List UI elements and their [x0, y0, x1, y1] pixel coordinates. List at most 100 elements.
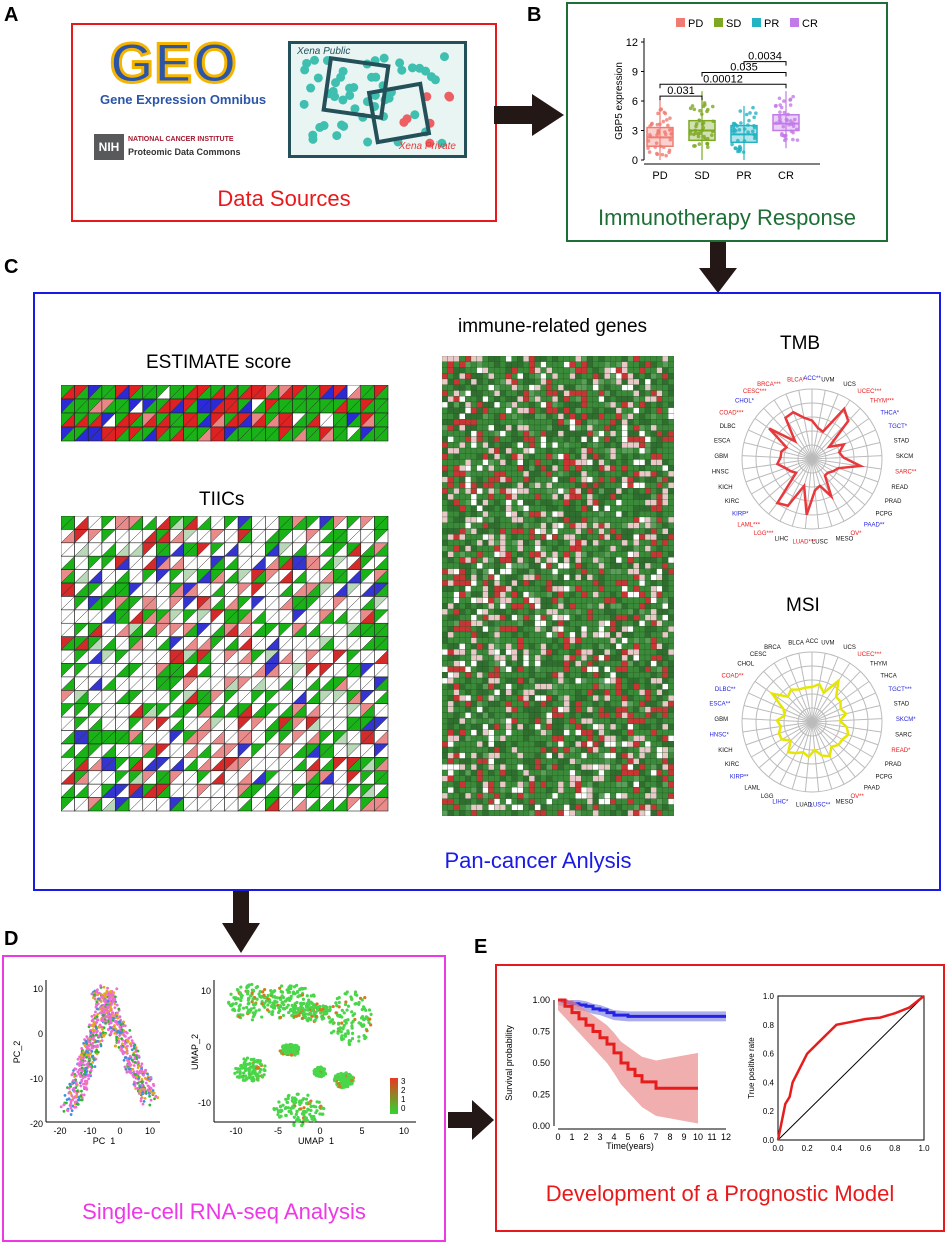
irg-cell	[552, 580, 559, 587]
irg-cell	[470, 672, 477, 679]
irg-cell	[656, 574, 663, 581]
irg-cell	[465, 626, 472, 633]
irg-cell	[610, 597, 617, 604]
irg-cell	[488, 384, 495, 391]
tiics-cell-diagonal	[319, 649, 334, 664]
irg-cell	[499, 396, 506, 403]
irg-cell	[470, 551, 477, 558]
tiics-cell-diagonal	[210, 770, 225, 785]
irg-cell	[494, 413, 501, 420]
irg-cell	[650, 608, 657, 615]
irg-cell	[528, 516, 535, 523]
irg-cell	[528, 407, 535, 414]
irg-cell	[586, 637, 593, 644]
tiics-cell-diagonal	[169, 663, 184, 678]
tiics-cell-upper	[74, 529, 89, 543]
jitter-point	[752, 136, 757, 141]
irg-cell	[575, 436, 582, 443]
irg-cell	[639, 465, 646, 472]
irg-cell	[505, 545, 512, 552]
irg-cell	[610, 465, 617, 472]
irg-cell	[442, 631, 448, 638]
irg-cell	[505, 401, 512, 408]
irg-cell	[534, 442, 541, 449]
irg-cell	[528, 649, 535, 656]
irg-cell	[470, 442, 477, 449]
tiics-cell-upper	[210, 516, 225, 530]
irg-cell	[650, 574, 657, 581]
tiics-cell-diagonal	[278, 609, 293, 624]
tiics-cell-diagonal	[319, 663, 334, 678]
irg-cell	[528, 522, 535, 529]
irg-cell	[482, 470, 489, 477]
irg-cell	[442, 574, 448, 581]
irg-cell	[534, 453, 541, 460]
tiics-cell-upper	[265, 650, 279, 664]
tiics-cell-diagonal	[197, 784, 212, 798]
tiics-cell-diagonal	[346, 649, 361, 664]
tiics-cell-diagonal	[61, 609, 75, 624]
irg-cell	[610, 580, 617, 587]
irg-cell	[662, 614, 669, 621]
irg-cell	[505, 356, 512, 362]
irg-cell	[476, 528, 483, 535]
tiics-cell-diagonal	[251, 529, 266, 543]
irg-cell	[633, 413, 640, 420]
estimate-cell-diagonal	[292, 398, 307, 414]
irg-cell	[482, 356, 489, 362]
tiics-cell-diagonal	[74, 676, 89, 691]
irg-cell	[656, 493, 663, 500]
irg-cell	[528, 620, 535, 627]
irg-cell	[511, 407, 518, 414]
tiics-cell-diagonal	[292, 690, 307, 704]
tiics-cell-diagonal	[61, 784, 75, 798]
irg-cell	[488, 562, 495, 569]
tiics-cell-diagonal	[156, 784, 171, 798]
tiics-cell-diagonal	[360, 743, 375, 758]
irg-cell	[615, 597, 622, 604]
irg-cell	[586, 465, 593, 472]
irg-cell	[581, 608, 588, 615]
irg-cell	[517, 384, 524, 391]
estimate-cell-diagonal	[183, 398, 198, 414]
tiics-cell-diagonal	[265, 770, 280, 785]
irg-cell	[662, 373, 669, 380]
tiics-cell-diagonal	[237, 676, 252, 691]
irg-cell	[517, 493, 524, 500]
irg-cell	[552, 551, 559, 558]
irg-cell	[540, 516, 547, 523]
jitter-point	[752, 115, 756, 120]
tiics-cell-upper	[306, 650, 320, 664]
tiics-cell-diagonal	[101, 797, 116, 812]
irg-cell	[615, 666, 622, 673]
irg-cell	[476, 390, 483, 397]
tiics-cell-diagonal	[306, 596, 321, 611]
irg-cell	[534, 539, 541, 546]
tiics-cell-diagonal	[292, 716, 307, 731]
irg-cell	[465, 608, 472, 615]
irg-cell	[563, 585, 570, 592]
tiics-cell-upper	[224, 542, 239, 557]
irg-cell	[656, 522, 663, 529]
irg-cell	[523, 482, 530, 489]
irg-cell	[528, 401, 535, 408]
irg-cell	[639, 447, 646, 454]
tiics-cell-upper	[279, 797, 293, 811]
jitter-point	[663, 130, 667, 134]
tiics-cell-diagonal	[169, 569, 184, 584]
tiics-cell-diagonal	[292, 569, 307, 584]
tiics-cell-diagonal	[346, 770, 361, 785]
tiics-cell-diagonal	[374, 636, 389, 651]
irg-cell	[581, 597, 588, 604]
tiics-cell-diagonal	[306, 569, 321, 584]
tiics-heatmap	[61, 516, 389, 812]
tiics-cell-diagonal	[333, 649, 348, 664]
jitter-point	[748, 111, 752, 115]
jitter-point	[655, 122, 660, 127]
irg-cell	[534, 660, 541, 667]
irg-cell	[575, 482, 582, 489]
irg-cell	[517, 603, 524, 610]
irg-cell	[563, 511, 570, 518]
tiics-cell-diagonal	[360, 582, 375, 597]
irg-cell	[476, 539, 483, 546]
